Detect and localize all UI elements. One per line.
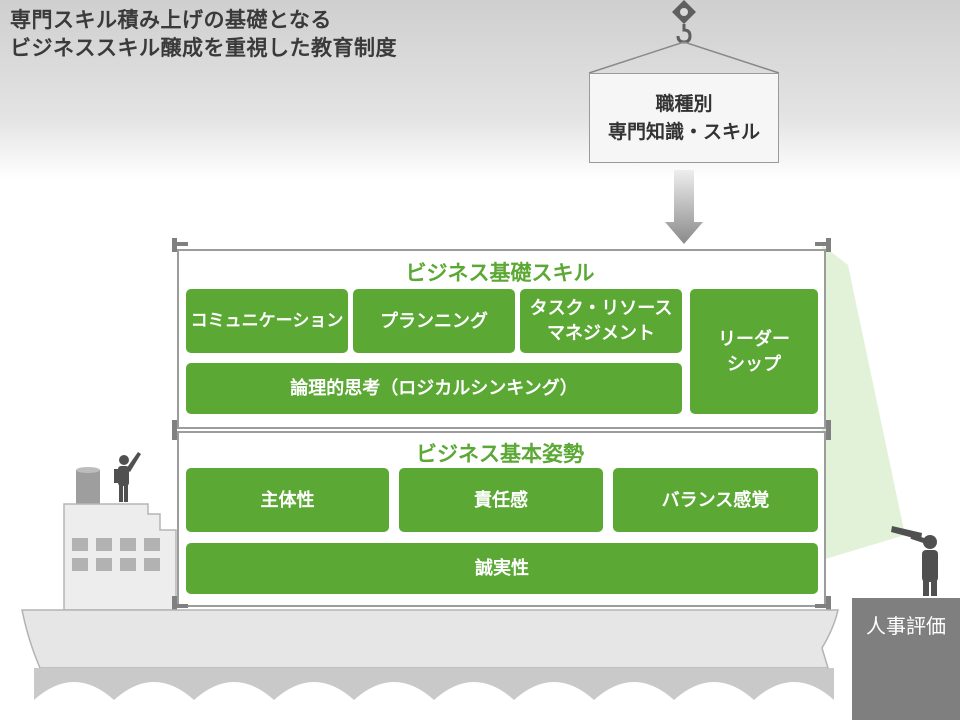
task-line-2: マネジメント	[547, 323, 655, 344]
integrity-box: 誠実性	[186, 543, 818, 594]
title-line-2: ビジネススキル醸成を重視した教育制度	[10, 36, 397, 60]
independence-box: 主体性	[186, 468, 389, 532]
person-telescope-icon	[891, 526, 938, 596]
crane-hook-icon	[672, 0, 696, 44]
crane-package-box: 職種別 専門知識・スキル	[589, 73, 779, 163]
crane-rope-left	[588, 41, 685, 74]
leadership-line-1: リーダー	[718, 328, 790, 350]
integrity-label: 誠実性	[475, 558, 529, 579]
business-skills-heading: ビジネス基礎スキル	[405, 261, 595, 285]
communication-label: コミュニケーション	[190, 310, 344, 331]
down-arrow-icon	[665, 170, 703, 244]
crane-package-line-1: 職種別	[655, 93, 713, 115]
hr-evaluation-panel: 人事評価	[852, 598, 960, 720]
responsibility-box: 責任感	[399, 468, 603, 532]
responsibility-label: 責任感	[474, 489, 528, 511]
task-line-1: タスク・リソース	[529, 298, 673, 319]
balance-label: バランス感覚	[661, 489, 770, 511]
ship-hull	[21, 609, 839, 669]
hr-evaluation-label: 人事評価	[866, 614, 946, 638]
communication-box: コミュニケーション	[186, 289, 348, 353]
logical-thinking-label: 論理的思考（ロジカルシンキング）	[290, 378, 578, 399]
container-corner-brackets	[172, 238, 831, 610]
business-attitude-heading: ビジネス基本姿勢	[416, 442, 584, 466]
task-resource-management-box: タスク・リソース マネジメント	[520, 289, 682, 353]
page-title: 専門スキル積み上げの基礎となる ビジネススキル醸成を重視した教育制度	[10, 6, 397, 62]
crane-package-line-2: 専門知識・スキル	[607, 121, 760, 143]
person-pointing-icon	[114, 452, 141, 502]
balance-box: バランス感覚	[613, 468, 818, 532]
leadership-box: リーダー シップ	[690, 289, 818, 414]
planning-label: プランニング	[380, 310, 488, 332]
ship-bridge	[63, 467, 177, 611]
sea-waves	[34, 668, 834, 700]
independence-label: 主体性	[260, 489, 315, 511]
logical-thinking-box: 論理的思考（ロジカルシンキング）	[186, 363, 682, 414]
title-line-1: 専門スキル積み上げの基礎となる	[10, 8, 332, 32]
crane-rope-right	[683, 41, 780, 74]
telescope-light-beam	[822, 245, 905, 560]
planning-box: プランニング	[353, 289, 515, 353]
ship-windows	[72, 538, 160, 571]
leadership-line-2: シップ	[727, 353, 781, 375]
